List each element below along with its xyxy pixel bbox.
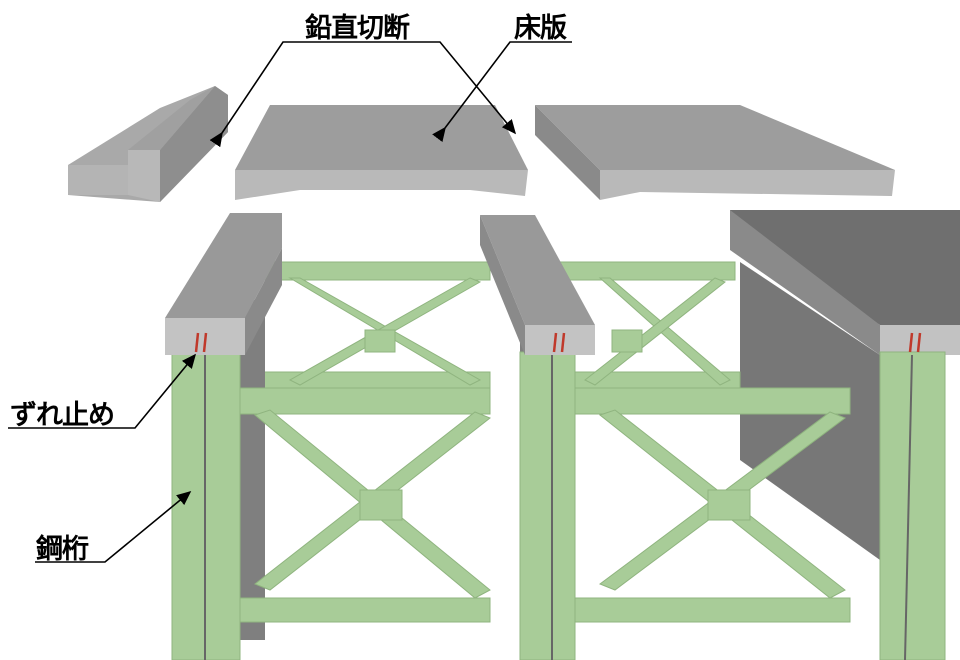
- steel-girder-left: [171, 351, 241, 660]
- label-shear-connector: ずれ止め: [10, 400, 115, 431]
- label-steel-girder: 鋼桁: [36, 534, 89, 565]
- shear-connectors: [194, 332, 922, 353]
- girder-cap-middle: [480, 215, 595, 355]
- cross-frames-back: [244, 261, 741, 389]
- label-deck-slab: 床版: [514, 13, 567, 44]
- slab-piece-right: [535, 105, 895, 200]
- steel-girder-right: [879, 351, 946, 660]
- cross-frames-front: [234, 387, 851, 623]
- leader-lines: [8, 41, 572, 563]
- slab-piece-middle: [235, 105, 528, 200]
- label-vertical-cut: 鉛直切断: [305, 13, 410, 44]
- slab-piece-left: [68, 86, 228, 202]
- steel-girder-middle: [519, 351, 576, 660]
